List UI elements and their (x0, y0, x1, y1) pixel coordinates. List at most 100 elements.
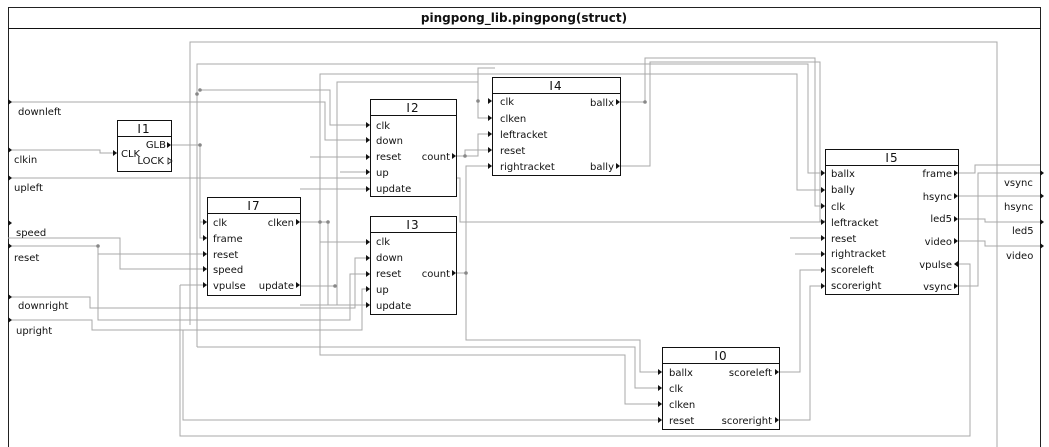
svg-text:hsync: hsync (923, 192, 952, 203)
port-upright[interactable]: upright (8, 317, 52, 337)
junction (463, 154, 467, 158)
wire-led5-out (958, 218, 1040, 223)
svg-text:ballx: ballx (831, 169, 855, 180)
port-downright[interactable]: downright (8, 294, 69, 312)
svg-text:upleft: upleft (14, 183, 43, 194)
junctions (96, 88, 647, 288)
junction (476, 99, 480, 103)
junction (326, 220, 330, 224)
junction (643, 100, 647, 104)
wire-vpulse-loop (179, 263, 971, 437)
block-i2-name: I2 (406, 101, 419, 115)
junction (333, 284, 337, 288)
svg-text:speed: speed (213, 265, 243, 276)
svg-text:update: update (376, 184, 411, 195)
junction (198, 143, 202, 147)
svg-text:clken: clken (669, 400, 695, 411)
port-hsync[interactable]: hsync (1004, 193, 1044, 213)
svg-text:vsync: vsync (923, 282, 952, 293)
svg-text:reset: reset (213, 250, 238, 261)
svg-text:leftracket: leftracket (500, 130, 548, 141)
wire-ballx-loop (319, 73, 825, 222)
svg-text:vsync: vsync (1004, 178, 1033, 189)
port-clkin[interactable]: clkin (8, 147, 37, 166)
svg-text:update: update (376, 301, 411, 312)
block-i1-name: I1 (137, 122, 150, 136)
junction (96, 244, 100, 248)
wires (8, 41, 1040, 447)
wire-upleft (8, 177, 825, 223)
svg-text:led5: led5 (930, 214, 952, 225)
svg-text:LOCK: LOCK (137, 156, 164, 167)
svg-text:clk: clk (376, 237, 390, 248)
svg-text:downright: downright (18, 301, 69, 312)
svg-text:reset: reset (669, 416, 694, 427)
block-i0[interactable]: I0 ballx clk clken reset scoreleft score… (658, 347, 780, 430)
svg-text:hsync: hsync (1004, 202, 1033, 213)
block-i1[interactable]: I1 CLK GLB LOCK (113, 120, 173, 172)
svg-text:led5: led5 (1012, 226, 1034, 237)
port-vsync[interactable]: vsync (1004, 170, 1044, 189)
svg-text:clk: clk (831, 202, 845, 213)
wire-downleft (8, 101, 370, 141)
wire-i4-reset (464, 149, 492, 156)
wire-scoreright (779, 285, 825, 421)
svg-text:ballx: ballx (590, 98, 614, 109)
port-speed[interactable]: speed (8, 220, 46, 239)
port-downleft[interactable]: downleft (8, 99, 61, 118)
wire-video-out (958, 240, 1040, 247)
svg-text:clk: clk (376, 121, 390, 132)
wire-i4-rightracket (465, 165, 492, 273)
svg-text:clken: clken (268, 218, 294, 229)
svg-text:reset: reset (376, 152, 401, 163)
svg-text:video: video (925, 237, 952, 248)
svg-text:down: down (376, 253, 403, 264)
wire-frame-out (958, 164, 1040, 174)
wire-glb-i2 (200, 89, 370, 126)
wire-i0-clk (197, 346, 662, 389)
block-i4-name: I4 (549, 79, 562, 93)
wire-i0-clken (319, 222, 662, 405)
wire-clkin (8, 149, 117, 154)
svg-text:leftracket: leftracket (831, 218, 879, 229)
diagram-title: pingpong_lib.pingpong(struct) (421, 11, 627, 26)
svg-text:reset: reset (831, 234, 856, 245)
junction (464, 271, 468, 275)
block-i4[interactable]: I4 clk clken leftracket reset rightracke… (488, 77, 621, 176)
block-i3-name: I3 (406, 218, 419, 232)
svg-text:vpulse: vpulse (213, 281, 246, 292)
svg-text:ballx: ballx (669, 368, 693, 379)
svg-text:up: up (376, 168, 389, 179)
port-led5[interactable]: led5 (1012, 219, 1044, 237)
svg-text:frame: frame (213, 234, 243, 245)
pin-arrow-icon (113, 150, 117, 156)
block-i3[interactable]: I3 clk down reset up update count (366, 216, 457, 315)
block-i2[interactable]: I2 clk down reset up update count (366, 99, 457, 197)
block-i0-name: I0 (714, 349, 727, 363)
input-ports: downleft clkin upleft speed reset downri… (8, 99, 69, 337)
svg-text:update: update (259, 281, 294, 292)
port-video[interactable]: video (1006, 243, 1044, 262)
block-i7[interactable]: I7 clk frame reset speed vpulse clken up… (203, 197, 301, 296)
svg-text:scoreleft: scoreleft (729, 368, 772, 379)
svg-text:vpulse: vpulse (919, 260, 952, 271)
wire-i0-reset (182, 330, 662, 421)
svg-text:reset: reset (376, 269, 401, 280)
svg-text:video: video (1006, 251, 1033, 262)
svg-text:bally: bally (590, 162, 614, 173)
junction (198, 88, 202, 92)
wire-i2-count (456, 133, 492, 157)
port-reset[interactable]: reset (8, 243, 39, 264)
svg-text:down: down (376, 136, 403, 147)
block-i5-name: I5 (885, 151, 898, 165)
block-i5[interactable]: I5 ballx bally clk leftracket reset righ… (821, 149, 959, 295)
svg-text:downleft: downleft (18, 107, 61, 118)
svg-text:clkin: clkin (14, 155, 37, 166)
svg-text:clk: clk (500, 97, 514, 108)
svg-text:clk: clk (213, 218, 227, 229)
port-upleft[interactable]: upleft (8, 175, 43, 194)
wire-ballx (620, 57, 825, 207)
svg-text:speed: speed (16, 228, 46, 239)
svg-text:rightracket: rightracket (831, 249, 886, 260)
